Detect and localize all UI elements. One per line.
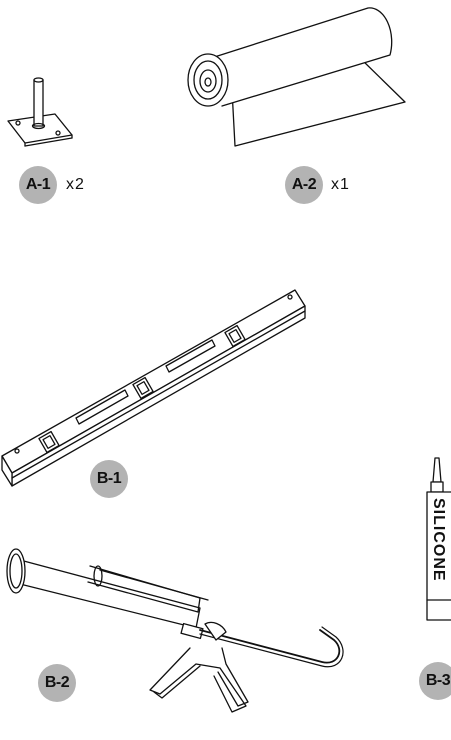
part-quantity-a1: x2	[66, 176, 85, 193]
silicone-cartridge-label: SILICONE	[430, 498, 447, 582]
part-quantity-a2: x1	[331, 176, 350, 193]
part-badge-a1: A-1	[19, 166, 57, 204]
part-badge-b2: B-2	[38, 664, 76, 702]
caulking-gun-icon	[6, 548, 344, 713]
silicone-tube-icon	[426, 457, 451, 621]
part-badge-a2: A-2	[285, 166, 323, 204]
post-bracket-icon	[7, 77, 73, 147]
part-badge-b1: B-1	[90, 460, 128, 498]
part-badge-b3: B-3	[419, 662, 451, 700]
spirit-level-icon	[1, 289, 306, 487]
membrane-roll-icon	[187, 7, 406, 147]
